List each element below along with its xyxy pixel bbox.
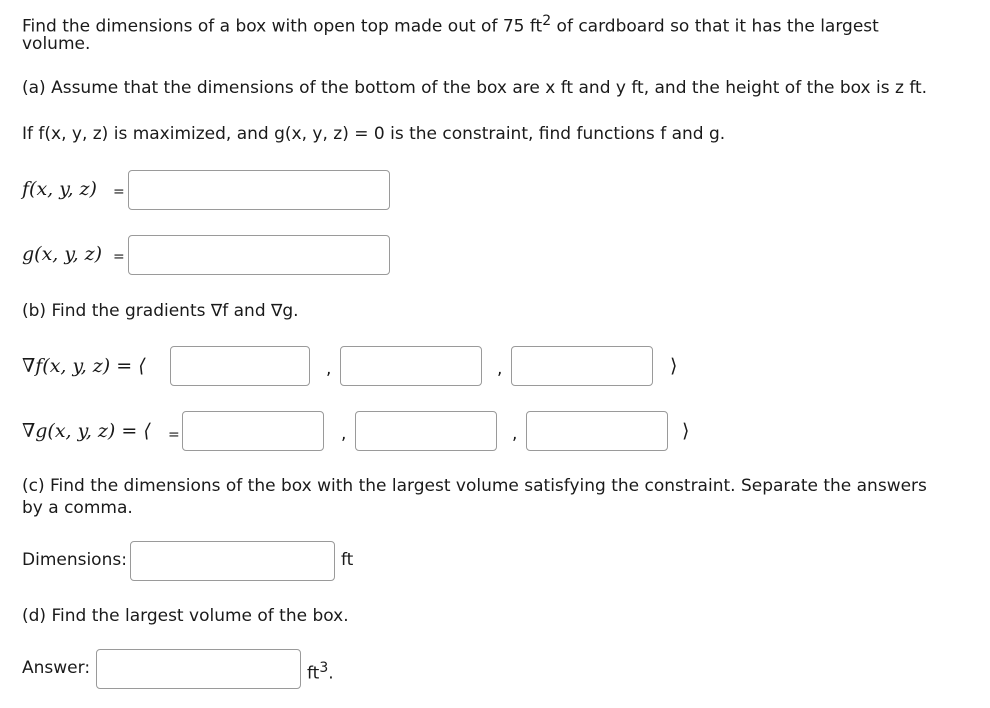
f-label: f(x, y, z) — [22, 178, 97, 200]
f-input[interactable] — [128, 170, 390, 210]
grad-f-y-input[interactable] — [340, 346, 482, 386]
dimensions-input[interactable] — [130, 541, 335, 581]
part-b-heading: (b) Find the gradients ∇f and ∇g. — [22, 301, 299, 321]
g-equals: = — [113, 249, 125, 265]
comma: , — [341, 424, 347, 444]
grad-f-z-input[interactable] — [511, 346, 653, 386]
part-c-description-line2: by a comma. — [22, 498, 133, 518]
comma: , — [497, 359, 503, 379]
grad-g-z-input[interactable] — [526, 411, 668, 451]
grad-g-x-input[interactable] — [182, 411, 324, 451]
grad-f-x-input[interactable] — [170, 346, 310, 386]
part-d-heading: (d) Find the largest volume of the box. — [22, 606, 349, 626]
unit-text: ft — [307, 663, 320, 684]
comma: , — [326, 359, 332, 379]
dimensions-unit: ft — [341, 550, 354, 570]
answer-label: Answer: — [22, 658, 91, 678]
g-label: g(x, y, z) — [22, 243, 103, 265]
grad-g-equals: = — [168, 427, 180, 443]
part-a-instruction: If f(x, y, z) is maximized, and g(x, y, … — [22, 124, 726, 144]
superscript: 2 — [542, 13, 552, 29]
grad-g-y-input[interactable] — [355, 411, 497, 451]
volume-answer-input[interactable] — [96, 649, 301, 689]
grad-f-label: ∇f(x, y, z) = ⟨ — [22, 355, 146, 377]
problem-text: Find the dimensions of a box with open t… — [22, 16, 543, 37]
grad-g-label: ∇g(x, y, z) = ⟨ — [22, 420, 151, 442]
part-a-description: (a) Assume that the dimensions of the bo… — [22, 78, 928, 98]
volume-unit: ft3. — [307, 657, 334, 685]
problem-statement-line2: volume. — [22, 34, 91, 54]
g-input[interactable] — [128, 235, 390, 275]
close-bracket: ⟩ — [682, 420, 690, 442]
problem-text-end: of cardboard so that it has the largest — [551, 16, 879, 37]
comma: , — [512, 424, 518, 444]
unit-superscript: 3 — [319, 660, 329, 676]
close-bracket: ⟩ — [670, 355, 678, 377]
problem-statement: Find the dimensions of a box with open t… — [22, 10, 879, 38]
part-c-description: (c) Find the dimensions of the box with … — [22, 476, 927, 496]
f-equals: = — [113, 184, 125, 200]
dimensions-label: Dimensions: — [22, 550, 127, 570]
unit-period: . — [328, 663, 334, 684]
